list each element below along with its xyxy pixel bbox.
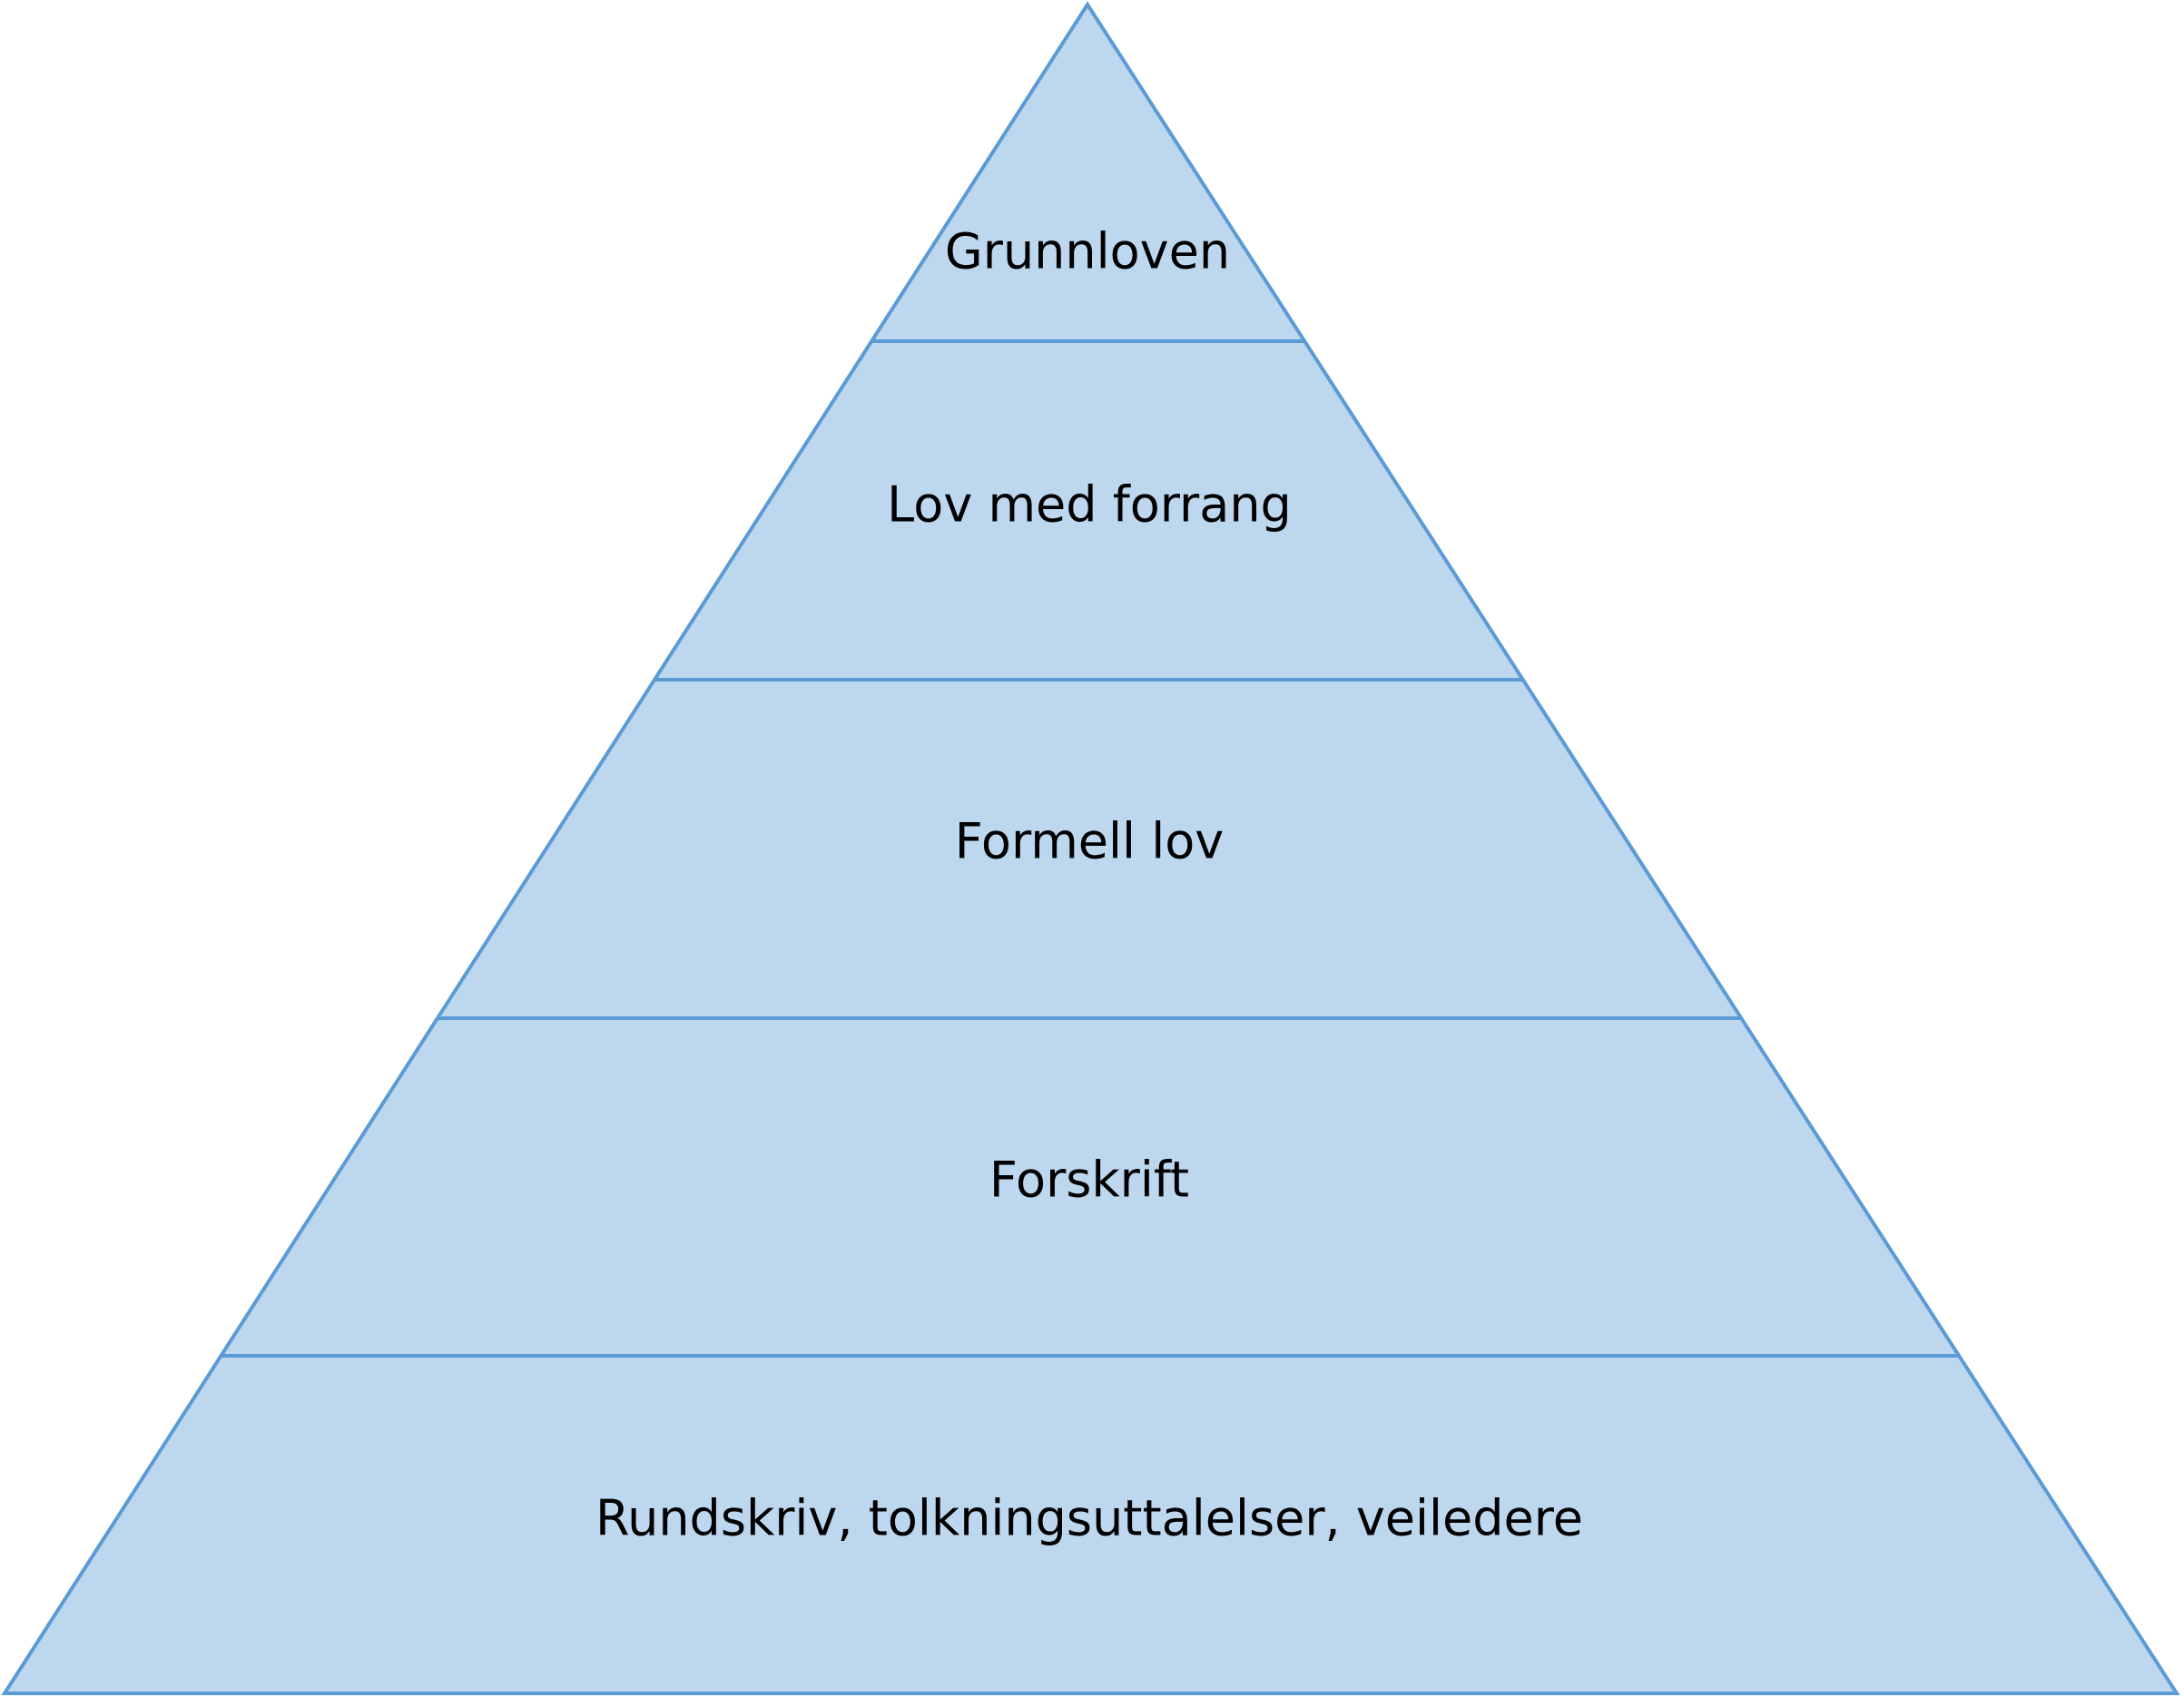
level-label-lov-med-forrang: Lov med forrang: [887, 476, 1292, 534]
level-label-grunnloven: Grunnloven: [945, 223, 1230, 280]
level-label-rundskriv: Rundskriv, tolkningsuttalelser, veileder…: [595, 1490, 1583, 1547]
level-label-formell-lov: Formell lov: [955, 813, 1224, 870]
level-label-forskrift: Forskrift: [989, 1152, 1189, 1209]
